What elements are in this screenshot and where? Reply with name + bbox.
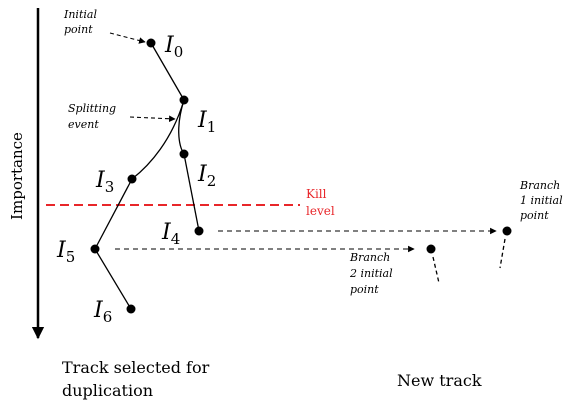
splitting-event-arrow [129,115,176,123]
node-label-i3: I3 [95,168,114,196]
node-label-i5: I5 [56,238,75,266]
node-i6 [126,304,136,314]
importance-axis-label: Importance [8,132,26,220]
initial-point-arrow [109,32,146,44]
kill-level-label: Kill level [306,187,335,218]
splitting-event-label: Splitting event [68,102,120,131]
node-label-i1: I1 [197,108,216,136]
branch1-track-stub [499,238,506,269]
branch2-label: Branch 2 initial point [349,251,396,296]
edge-i5-i6 [94,248,132,310]
caption-new-track: New track [397,371,482,390]
node-i5 [90,244,100,254]
edge-i1-i3 [131,99,185,180]
node-branch2-start [426,244,436,254]
caption-track-selected: Track selected for duplication [62,358,214,400]
node-i2 [179,149,189,159]
node-i0 [146,38,156,48]
node-label-i2: I2 [197,162,216,190]
node-label-i6: I6 [93,298,112,326]
initial-point-label: Initial point [63,8,100,36]
edge-i0-i1 [150,42,185,101]
branch2-track-stub [432,256,440,284]
node-i1 [179,95,189,105]
edge-i3-i5 [94,178,133,250]
edge-i1-i2 [178,99,185,155]
track-edges [94,42,200,310]
node-label-i0: I0 [164,33,183,61]
branch1-label: Branch 1 initial point [519,179,566,222]
node-label-i4: I4 [161,220,180,248]
track-nodes [90,38,512,314]
node-i3 [127,174,137,184]
node-i4 [194,226,204,236]
edge-i2-i4 [183,153,200,232]
node-branch1-start [502,226,512,236]
